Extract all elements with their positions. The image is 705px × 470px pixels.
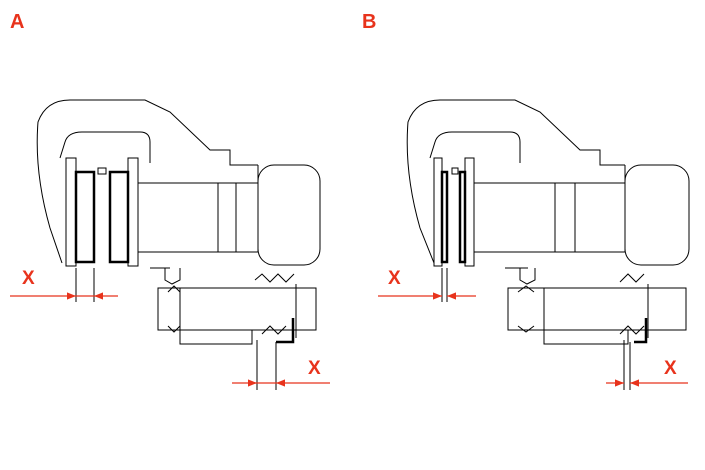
panel-a: A	[10, 11, 330, 390]
wear-indicator-b	[634, 284, 649, 344]
caliper-a	[36, 99, 259, 264]
brake-pads-b	[433, 157, 475, 267]
brake-pads-a	[65, 157, 139, 267]
caliper-b	[406, 99, 626, 264]
piston-housing-b	[474, 164, 690, 266]
dimension-pads-b: X	[378, 268, 476, 302]
wear-indicator-a	[276, 284, 297, 344]
x-label-disc-b: X	[664, 358, 677, 379]
x-label-disc-a: X	[308, 358, 321, 379]
brake-disc-b	[505, 267, 687, 345]
x-label-pads-a: X	[22, 268, 35, 289]
panel-b: B	[362, 11, 690, 390]
panel-b-letter: B	[362, 11, 376, 33]
dimension-pads-a: X	[10, 268, 118, 302]
panel-a-letter: A	[10, 11, 24, 33]
dimension-disc-a: X	[232, 340, 330, 390]
brake-disc-a	[150, 267, 317, 345]
dimension-disc-b: X	[606, 340, 688, 390]
piston-housing-a	[138, 164, 321, 266]
x-label-pads-b: X	[388, 268, 401, 289]
